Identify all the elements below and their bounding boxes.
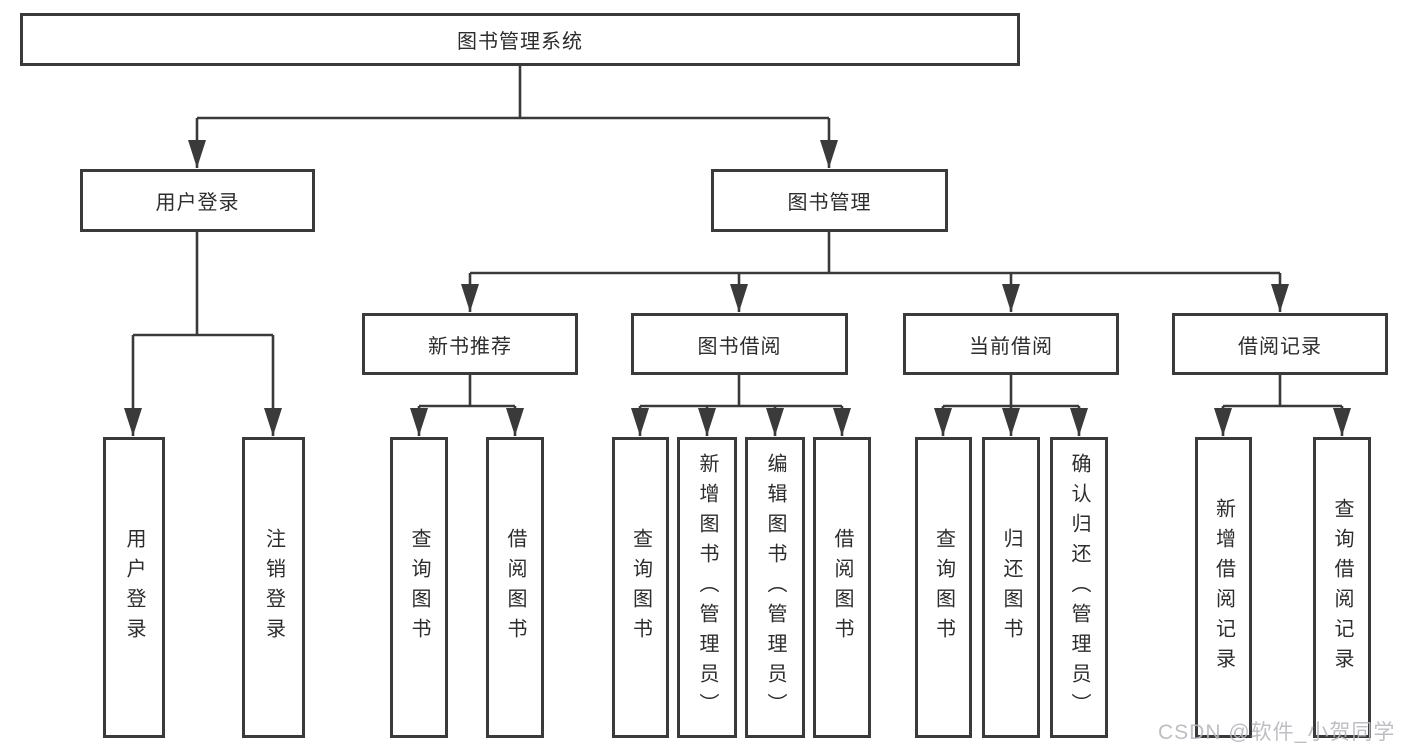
node-root: 图书管理系统 (20, 13, 1020, 66)
leaf-logout: 注销登录 (242, 437, 305, 738)
leaf-user-login-label: 用户登录 (123, 527, 145, 648)
leaf-nb-borrow-book-label: 借阅图书 (504, 527, 526, 648)
node-user-login: 用户登录 (80, 169, 315, 232)
leaf-bb-borrow-book: 借阅图书 (813, 437, 871, 738)
leaf-br-add-record-label: 新增借阅记录 (1212, 497, 1235, 678)
leaf-br-add-record: 新增借阅记录 (1195, 437, 1252, 738)
leaf-logout-label: 注销登录 (262, 527, 285, 648)
leaf-bb-add-book-admin: 新增图书（管理员） (677, 437, 737, 738)
leaf-bb-query-book: 查询图书 (612, 437, 669, 738)
leaf-nb-borrow-book: 借阅图书 (486, 437, 544, 738)
watermark: CSDN @软件_小贺同学 (1158, 721, 1396, 744)
leaf-br-query-record: 查询借阅记录 (1313, 437, 1371, 738)
leaf-nb-query-book: 查询图书 (390, 437, 448, 738)
leaf-cb-return-book: 归还图书 (982, 437, 1040, 738)
node-book-management: 图书管理 (711, 169, 948, 232)
leaf-nb-query-book-label: 查询图书 (408, 527, 430, 648)
leaf-bb-edit-book-admin-label: 编辑图书（管理员） (764, 452, 786, 723)
leaf-cb-confirm-return-admin-label: 确认归还（管理员） (1068, 452, 1090, 723)
leaf-bb-add-book-admin-label: 新增图书（管理员） (696, 452, 718, 723)
leaf-bb-query-book-label: 查询图书 (629, 527, 652, 648)
leaf-user-login: 用户登录 (103, 437, 165, 738)
node-new-book-recommend: 新书推荐 (362, 313, 578, 375)
leaf-cb-query-book-label: 查询图书 (932, 527, 955, 648)
node-current-borrow: 当前借阅 (903, 313, 1119, 375)
leaf-bb-edit-book-admin: 编辑图书（管理员） (745, 437, 805, 738)
node-book-borrow: 图书借阅 (631, 313, 848, 375)
node-borrow-record: 借阅记录 (1172, 313, 1388, 375)
leaf-bb-borrow-book-label: 借阅图书 (831, 527, 853, 648)
leaf-cb-query-book: 查询图书 (915, 437, 972, 738)
leaf-br-query-record-label: 查询借阅记录 (1331, 497, 1353, 678)
leaf-cb-confirm-return-admin: 确认归还（管理员） (1050, 437, 1108, 738)
leaf-cb-return-book-label: 归还图书 (1000, 527, 1022, 648)
